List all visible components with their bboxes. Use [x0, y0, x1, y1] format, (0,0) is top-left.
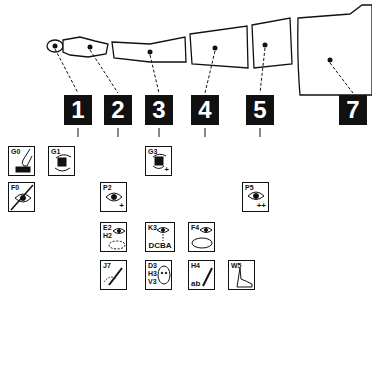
- icon-code: E2 H2: [103, 224, 112, 240]
- test-icon: J7: [100, 260, 127, 290]
- arm-outline: [47, 5, 372, 95]
- test-icon: F0: [8, 182, 35, 212]
- callout-number: 1: [71, 97, 84, 123]
- icon-mark: +: [164, 165, 169, 174]
- test-icon: F4: [188, 222, 215, 252]
- test-icon: W5: [228, 260, 255, 290]
- callout-number: 3: [152, 97, 165, 123]
- test-icon: G0: [8, 146, 35, 176]
- icon-code: G3: [148, 148, 157, 156]
- callout-box: 3: [145, 95, 173, 125]
- tick-marks: [78, 128, 260, 137]
- icon-code: W5: [231, 262, 242, 270]
- icon-code: D3 H3 V3: [148, 262, 157, 286]
- leader-lines: [55, 48, 353, 93]
- callout-box: 5: [246, 95, 274, 125]
- callout-number: 2: [111, 97, 124, 123]
- icon-code: G1: [51, 148, 60, 156]
- callout-box: 7: [339, 95, 367, 125]
- icon-mark: DCBA: [148, 241, 171, 250]
- callout-number: 7: [346, 97, 359, 123]
- marker-dots: [53, 43, 333, 63]
- icon-code: H4: [191, 262, 200, 270]
- test-icon: G3 +: [145, 146, 172, 176]
- test-icon: P2 +: [100, 182, 127, 212]
- callout-number: 4: [198, 97, 211, 123]
- callout-box: 2: [104, 95, 132, 125]
- icon-code: F0: [11, 184, 19, 192]
- test-icon: P5 ++: [242, 182, 269, 212]
- icon-code: P5: [245, 184, 254, 192]
- callout-box: 1: [64, 95, 92, 125]
- icon-code: G0: [11, 148, 20, 156]
- callout-box: 4: [191, 95, 219, 125]
- test-icon: H4 ab: [188, 260, 215, 290]
- icon-mark: ab: [191, 279, 200, 288]
- icon-code: K3: [148, 224, 157, 232]
- icon-code: J7: [103, 262, 111, 270]
- test-icon: G1: [48, 146, 75, 176]
- test-icon: D3 H3 V3: [145, 260, 172, 290]
- callout-number: 5: [253, 97, 266, 123]
- test-icon: E2 H2: [100, 222, 127, 252]
- test-icon: K3DCBA: [145, 222, 175, 252]
- icon-code: P2: [103, 184, 112, 192]
- icon-mark: +: [119, 201, 124, 210]
- icon-mark: ++: [257, 201, 266, 210]
- icon-code: F4: [191, 224, 199, 232]
